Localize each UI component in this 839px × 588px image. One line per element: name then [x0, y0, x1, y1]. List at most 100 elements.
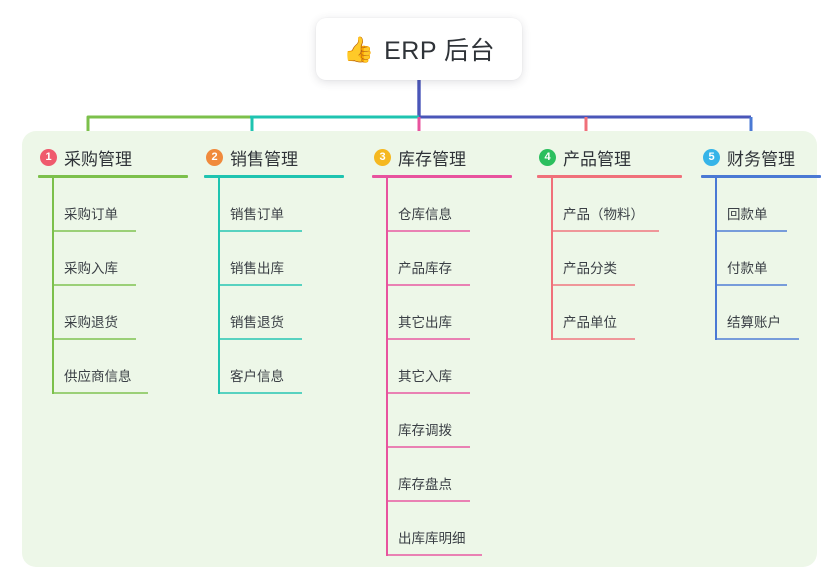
- branch-child-underline: [52, 338, 136, 340]
- branch-children: 采购订单采购入库采购退货供应商信息: [38, 178, 188, 394]
- branch-child-label: 仓库信息: [398, 207, 452, 222]
- branch-child-item[interactable]: 采购退货: [38, 286, 188, 340]
- branch-child-item[interactable]: 其它出库: [372, 286, 512, 340]
- branch-child-item[interactable]: 销售订单: [204, 178, 344, 232]
- branch-child-underline: [218, 392, 302, 394]
- branch-child-underline: [551, 284, 635, 286]
- branch-child-label: 采购订单: [64, 207, 118, 222]
- branch-column-1: 1 采购管理采购订单采购入库采购退货供应商信息: [38, 144, 188, 394]
- branch-child-underline: [551, 230, 659, 232]
- branch-header-1[interactable]: 1 采购管理: [38, 144, 188, 170]
- branch-child-item[interactable]: 销售退货: [204, 286, 344, 340]
- branch-child-underline: [715, 338, 799, 340]
- branch-child-item[interactable]: 出库库明细: [372, 502, 512, 556]
- branch-child-underline: [386, 554, 482, 556]
- branch-child-label: 销售出库: [230, 261, 284, 276]
- branch-child-label: 其它出库: [398, 315, 452, 330]
- branch-child-underline: [52, 230, 136, 232]
- branch-child-label: 销售订单: [230, 207, 284, 222]
- branch-spine: [715, 178, 717, 340]
- branch-child-item[interactable]: 客户信息: [204, 340, 344, 394]
- branch-rule: [372, 175, 512, 178]
- branch-child-label: 付款单: [727, 261, 768, 276]
- branch-child-underline: [386, 230, 470, 232]
- branch-child-underline: [551, 338, 635, 340]
- branch-child-label: 回款单: [727, 207, 768, 222]
- root-node[interactable]: 👍 ERP 后台: [316, 18, 522, 80]
- branch-index-badge: 3: [374, 148, 391, 166]
- branch-child-underline: [218, 338, 302, 340]
- branch-header-3[interactable]: 3 库存管理: [372, 144, 512, 170]
- branch-column-2: 2 销售管理销售订单销售出库销售退货客户信息: [204, 144, 344, 394]
- branch-rule: [38, 175, 188, 178]
- branch-child-label: 采购退货: [64, 315, 118, 330]
- branch-title: 产品管理: [563, 149, 631, 169]
- branch-child-underline: [386, 338, 470, 340]
- branch-child-label: 产品单位: [563, 315, 617, 330]
- branch-children: 销售订单销售出库销售退货客户信息: [204, 178, 344, 394]
- branch-child-underline: [386, 392, 470, 394]
- branch-child-item[interactable]: 采购入库: [38, 232, 188, 286]
- branch-child-label: 产品（物料）: [563, 207, 644, 222]
- branch-rule: [204, 175, 344, 178]
- branch-children: 仓库信息产品库存其它出库其它入库库存调拨库存盘点出库库明细: [372, 178, 512, 556]
- branch-column-5: 5 财务管理回款单付款单结算账户: [701, 144, 821, 340]
- branch-child-item[interactable]: 销售出库: [204, 232, 344, 286]
- branch-rule: [701, 175, 821, 178]
- branch-child-underline: [52, 392, 148, 394]
- branch-child-item[interactable]: 采购订单: [38, 178, 188, 232]
- branch-title: 库存管理: [398, 149, 466, 169]
- branch-child-underline: [218, 230, 302, 232]
- branch-child-label: 其它入库: [398, 369, 452, 384]
- branch-title: 销售管理: [230, 149, 298, 169]
- branch-index-badge: 2: [206, 148, 223, 166]
- root-node-label: ERP 后台: [384, 37, 496, 65]
- branch-child-item[interactable]: 库存调拨: [372, 394, 512, 448]
- branch-child-underline: [52, 284, 136, 286]
- branch-child-item[interactable]: 库存盘点: [372, 448, 512, 502]
- branch-child-underline: [386, 500, 470, 502]
- branch-rule: [537, 175, 682, 178]
- branch-children: 产品（物料） 产品分类产品单位: [537, 178, 682, 340]
- branch-child-label: 产品分类: [563, 261, 617, 276]
- branch-child-label: 库存盘点: [398, 477, 452, 492]
- branch-spine: [218, 178, 220, 394]
- branches-panel: [22, 131, 817, 567]
- branch-header-2[interactable]: 2 销售管理: [204, 144, 344, 170]
- thumbs-up-icon: 👍: [342, 34, 375, 64]
- branch-child-label: 采购入库: [64, 261, 118, 276]
- branch-child-item[interactable]: 结算账户: [701, 286, 821, 340]
- branch-child-underline: [386, 446, 470, 448]
- branch-child-item[interactable]: 产品库存: [372, 232, 512, 286]
- branch-child-underline: [715, 284, 787, 286]
- branch-index-badge: 1: [40, 148, 57, 166]
- branch-child-underline: [386, 284, 470, 286]
- branch-title: 财务管理: [727, 149, 795, 169]
- branch-child-label: 供应商信息: [64, 369, 132, 384]
- branch-child-item[interactable]: 产品单位: [537, 286, 682, 340]
- branch-index-badge: 5: [703, 148, 720, 166]
- branch-child-underline: [715, 230, 787, 232]
- branch-child-item[interactable]: 供应商信息: [38, 340, 188, 394]
- branch-child-label: 销售退货: [230, 315, 284, 330]
- branch-child-label: 出库库明细: [398, 531, 466, 546]
- branch-column-3: 3 库存管理仓库信息产品库存其它出库其它入库库存调拨库存盘点出库库明细: [372, 144, 512, 556]
- branch-child-underline: [218, 284, 302, 286]
- branch-child-item[interactable]: 回款单: [701, 178, 821, 232]
- branch-spine: [551, 178, 553, 340]
- branch-child-item[interactable]: 付款单: [701, 232, 821, 286]
- branch-child-item[interactable]: 仓库信息: [372, 178, 512, 232]
- branch-header-5[interactable]: 5 财务管理: [701, 144, 821, 170]
- branch-child-label: 库存调拨: [398, 423, 452, 438]
- branch-child-label: 结算账户: [727, 315, 781, 330]
- branch-child-label: 产品库存: [398, 261, 452, 276]
- branch-title: 采购管理: [64, 149, 132, 169]
- branch-spine: [52, 178, 54, 394]
- branch-child-label: 客户信息: [230, 369, 284, 384]
- branch-child-item[interactable]: 产品分类: [537, 232, 682, 286]
- branch-child-item[interactable]: 其它入库: [372, 340, 512, 394]
- branch-child-item[interactable]: 产品（物料）: [537, 178, 682, 232]
